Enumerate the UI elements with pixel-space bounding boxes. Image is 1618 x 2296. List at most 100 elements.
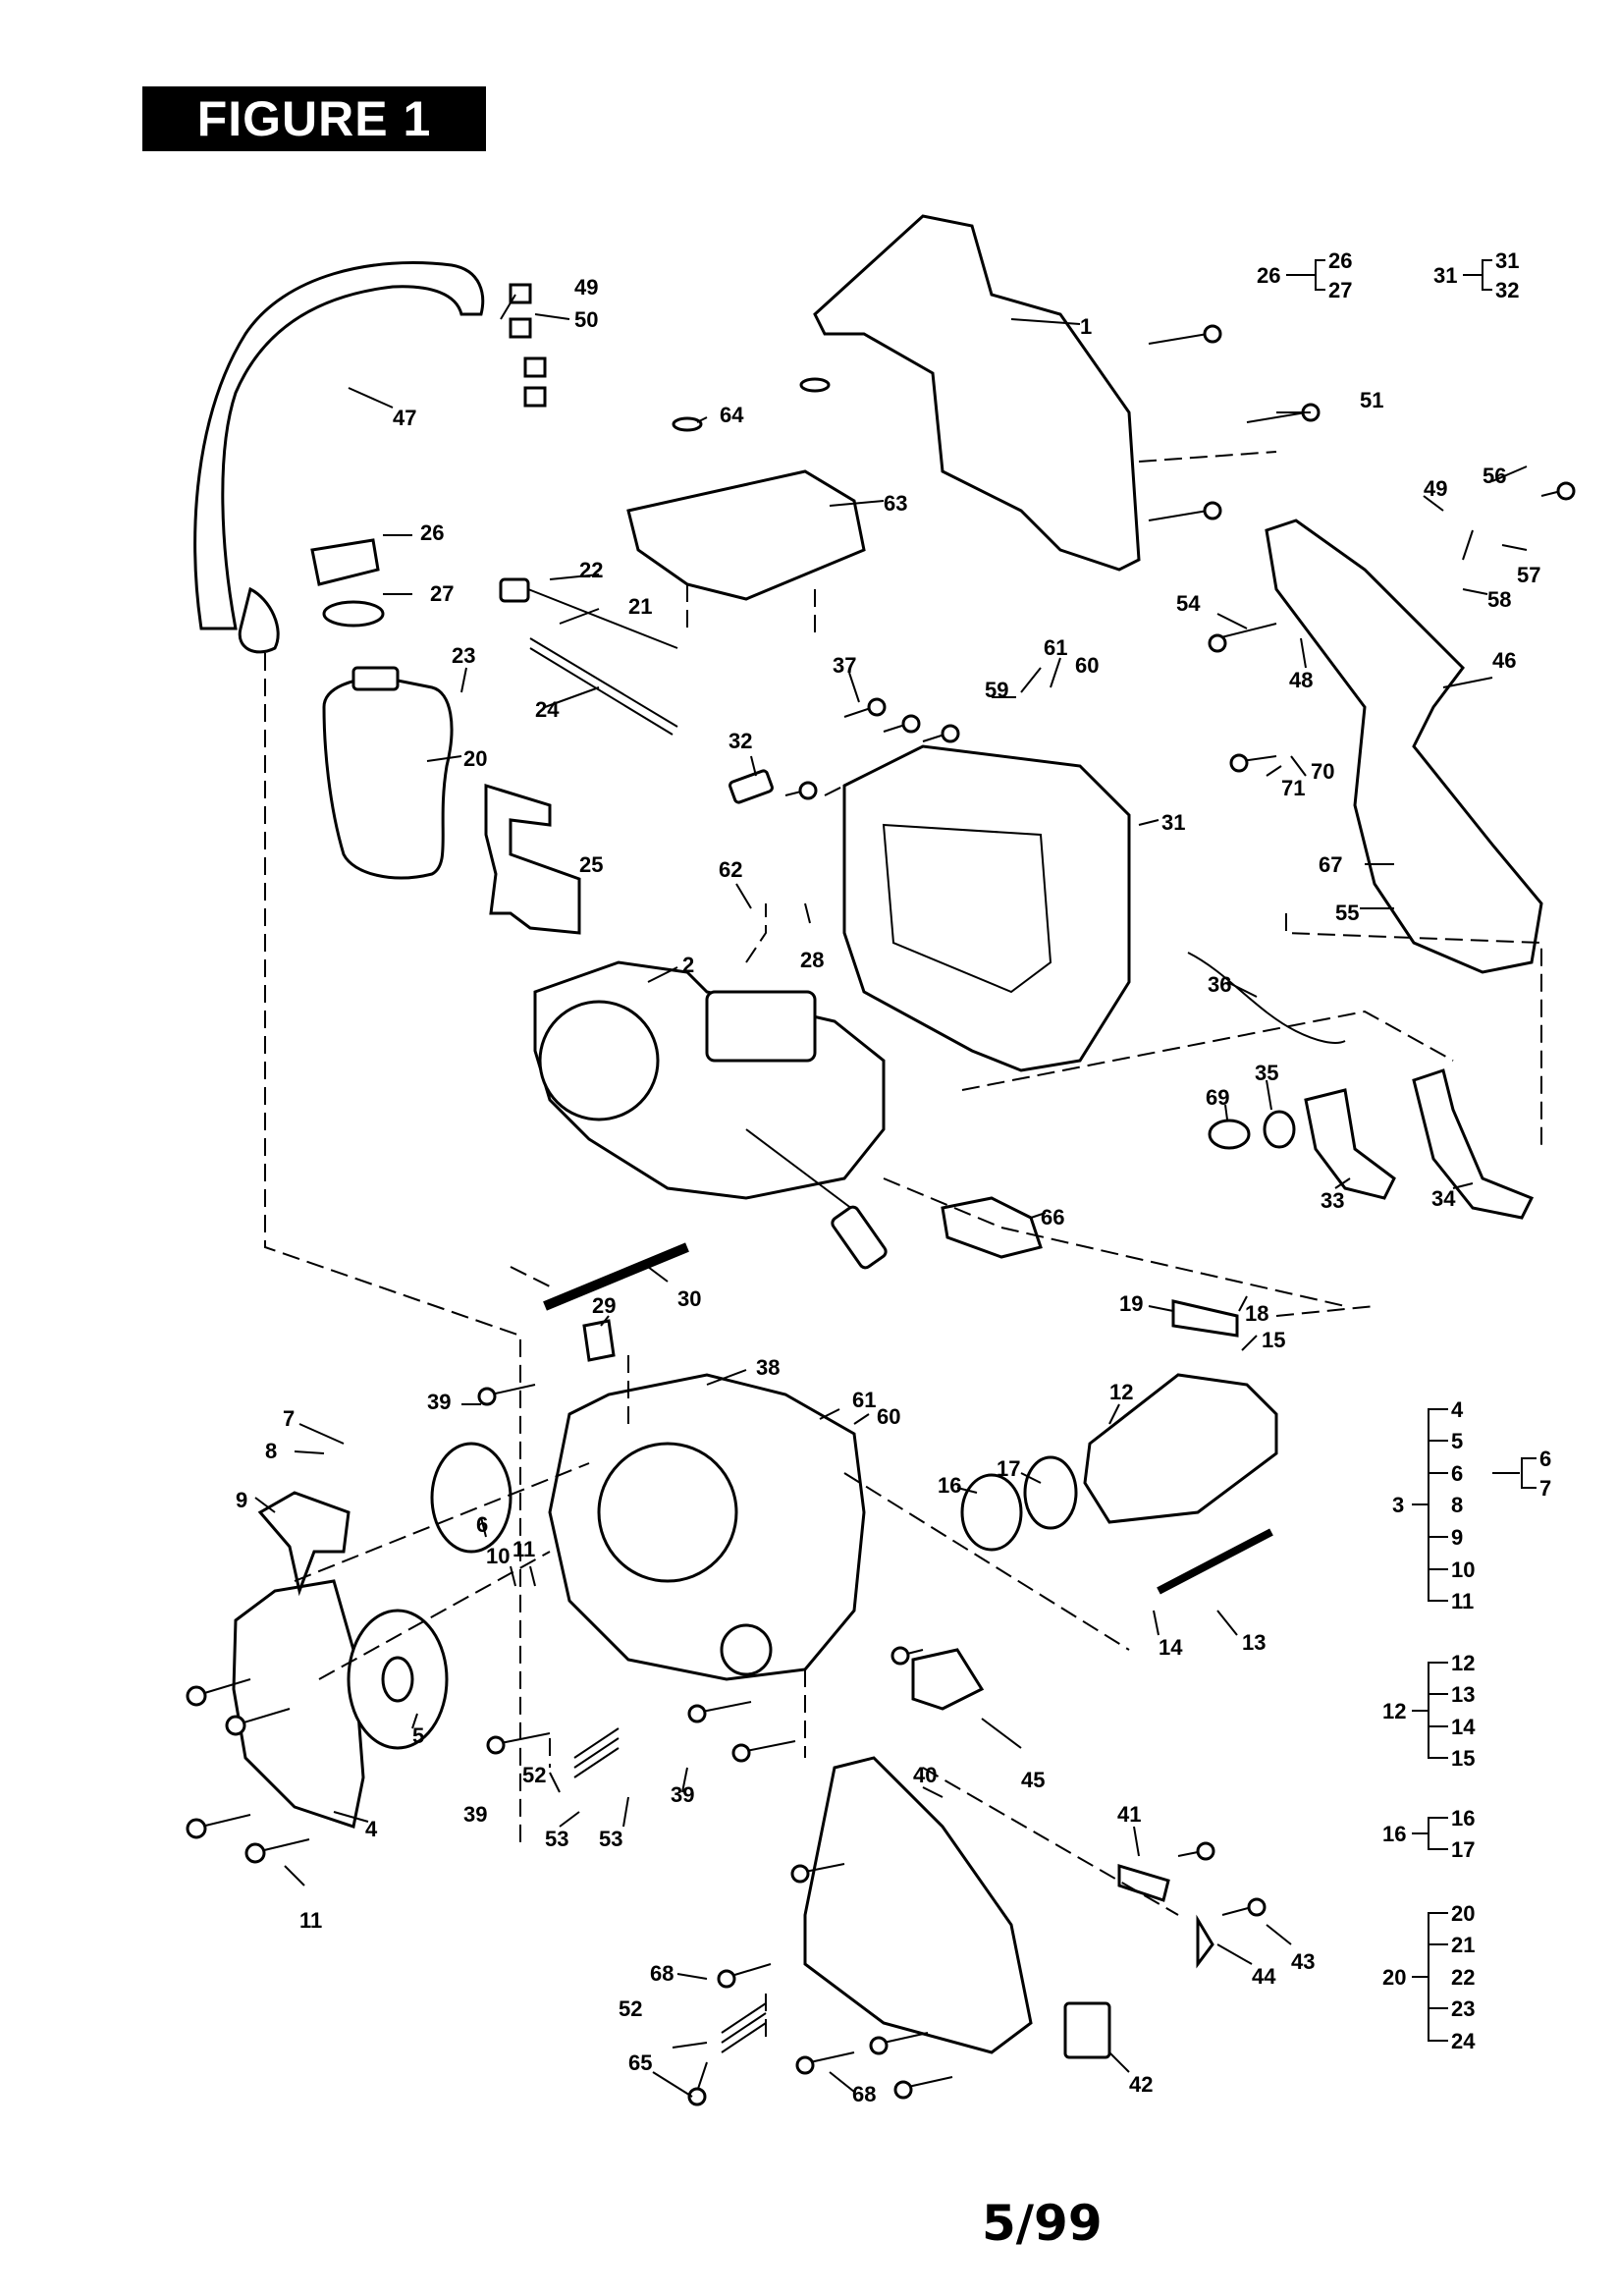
- callout-29: 29: [592, 1293, 616, 1318]
- figure-title: FIGURE 1: [142, 86, 486, 151]
- callout-20: 20: [463, 746, 487, 771]
- callout-17: 17: [997, 1456, 1020, 1481]
- callout-10: 10: [486, 1544, 510, 1568]
- callout-56: 56: [1483, 464, 1506, 488]
- callout-68a: 68: [650, 1961, 674, 1986]
- callout-50: 50: [574, 307, 598, 332]
- callout-51: 51: [1360, 388, 1383, 412]
- assy-3-parent: 3: [1392, 1493, 1404, 1517]
- callout-70: 70: [1311, 759, 1334, 784]
- assy-3-child-6: 6: [1451, 1461, 1463, 1486]
- callout-14: 14: [1159, 1635, 1183, 1660]
- callout-39b: 39: [463, 1802, 487, 1827]
- callout-39c: 39: [671, 1782, 694, 1807]
- callout-34: 34: [1431, 1186, 1456, 1211]
- fuel-tank-20: [322, 676, 454, 880]
- assy-16-parent: 16: [1382, 1822, 1406, 1846]
- assembly-lines: [264, 451, 1542, 2043]
- callout-62: 62: [719, 857, 742, 882]
- callout-61b: 61: [852, 1388, 876, 1412]
- callout-42: 42: [1129, 2072, 1153, 2097]
- callout-7: 7: [283, 1406, 295, 1431]
- callout-61a: 61: [1044, 635, 1067, 660]
- callout-12: 12: [1109, 1380, 1133, 1404]
- callout-48: 48: [1289, 668, 1313, 692]
- callout-11a: 11: [512, 1537, 535, 1561]
- assy-26-child-27: 27: [1328, 278, 1352, 302]
- callout-35: 35: [1255, 1061, 1278, 1085]
- callout-30: 30: [677, 1286, 701, 1311]
- assy-16-child-16: 16: [1451, 1806, 1475, 1831]
- callout-26: 26: [420, 520, 444, 545]
- callout-6: 6: [476, 1512, 488, 1537]
- callout-13: 13: [1242, 1630, 1266, 1655]
- callout-22: 22: [579, 558, 603, 582]
- page-number: 5/99: [982, 2195, 1103, 2252]
- assy-12-parent: 12: [1382, 1699, 1406, 1723]
- callout-21: 21: [628, 594, 652, 619]
- callout-40: 40: [913, 1763, 937, 1787]
- assy-3-child-4: 4: [1451, 1397, 1464, 1422]
- assy-6-child-6: 6: [1539, 1447, 1551, 1471]
- assy-31-child-32: 32: [1495, 278, 1519, 302]
- callout-41: 41: [1117, 1802, 1141, 1827]
- callout-58: 58: [1487, 587, 1511, 612]
- assy-26-child-26: 26: [1328, 248, 1352, 273]
- assy-20-child-21: 21: [1451, 1933, 1475, 1957]
- callout-27: 27: [430, 581, 454, 606]
- callout-47: 47: [393, 406, 416, 430]
- part-shapes: [193, 214, 1543, 2059]
- assy-12-child-14: 14: [1451, 1715, 1476, 1739]
- front-handle-47: [193, 261, 485, 630]
- callout-2: 2: [682, 953, 694, 977]
- callout-57: 57: [1517, 563, 1540, 587]
- callout-23: 23: [452, 643, 475, 668]
- screws: [186, 324, 1576, 2106]
- assy-3-child-9: 9: [1451, 1525, 1463, 1550]
- assy-20-parent: 20: [1382, 1965, 1406, 1990]
- assy-6-child-7: 7: [1539, 1476, 1551, 1501]
- assy-3-child-5: 5: [1451, 1429, 1463, 1453]
- callout-31: 31: [1161, 810, 1185, 835]
- assy-12-child-12: 12: [1451, 1651, 1475, 1675]
- air-filter-cover-63: [626, 469, 866, 601]
- assy-16-child-17: 17: [1451, 1837, 1475, 1862]
- callout-25: 25: [579, 852, 603, 877]
- callout-53a: 53: [545, 1827, 568, 1851]
- callout-16: 16: [938, 1473, 961, 1498]
- callout-52b: 52: [619, 1996, 642, 2021]
- callout-71: 71: [1281, 776, 1305, 800]
- callout-15: 15: [1262, 1328, 1285, 1352]
- callout-9: 8: [265, 1439, 277, 1463]
- callout-46: 46: [1492, 648, 1516, 673]
- callout-69: 69: [1206, 1085, 1229, 1110]
- callout-44: 44: [1252, 1964, 1276, 1989]
- callout-8: 9: [236, 1488, 247, 1512]
- callout-5: 5: [412, 1723, 424, 1748]
- assy-3-child-8: 8: [1451, 1493, 1463, 1517]
- callout-39a: 39: [427, 1390, 451, 1414]
- rear-cover-1: [813, 214, 1141, 572]
- assy-20-child-20: 20: [1451, 1901, 1475, 1926]
- leader-lines: [254, 294, 1528, 2098]
- callout-45: 45: [1021, 1768, 1045, 1792]
- callout-67: 67: [1319, 852, 1342, 877]
- callout-18: 18: [1245, 1301, 1268, 1326]
- callout-49a: 49: [574, 275, 598, 300]
- callout-38: 38: [756, 1355, 780, 1380]
- assy-3-child-10: 10: [1451, 1558, 1475, 1582]
- assy-3-child-11: 11: [1451, 1589, 1474, 1613]
- callout-32: 32: [728, 729, 752, 753]
- callout-49b: 49: [1424, 476, 1447, 501]
- callout-36: 36: [1208, 972, 1231, 997]
- callout-1: 1: [1080, 314, 1092, 339]
- callout-66: 66: [1041, 1205, 1064, 1230]
- callout-59: 59: [985, 678, 1008, 702]
- callout-54: 54: [1176, 591, 1201, 616]
- starter-cover-4: [232, 1579, 365, 1829]
- assy-26-parent: 26: [1257, 263, 1280, 288]
- callout-65: 65: [628, 2050, 652, 2075]
- callout-43: 43: [1291, 1949, 1315, 1974]
- callout-labels: 1 2 4 5 6 7 8 9 10 11 11 12 13 14 15 16 …: [236, 248, 1551, 2106]
